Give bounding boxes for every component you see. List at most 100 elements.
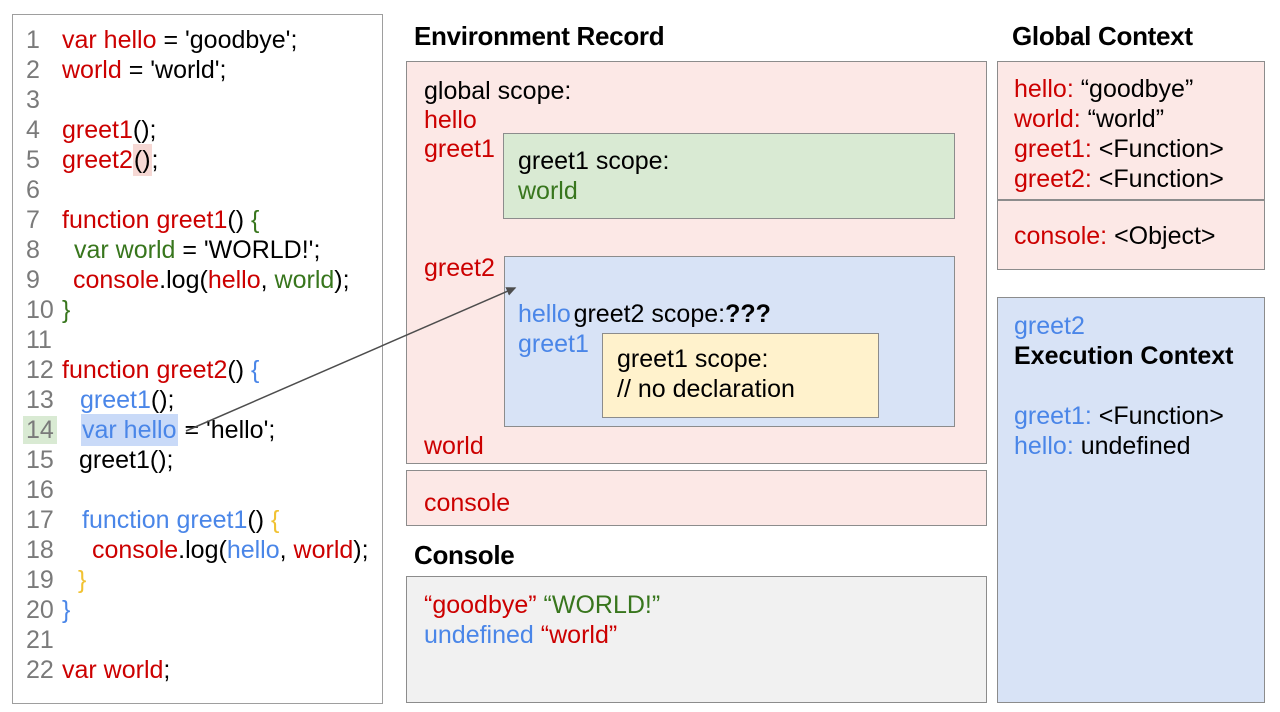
text-token: console	[73, 266, 160, 294]
text-token: var world	[62, 656, 164, 684]
text-token: hello:	[1014, 75, 1074, 103]
greet2-scope-question-marks: ???	[725, 300, 771, 328]
line-number: 7	[26, 206, 40, 234]
global-context-entry: hello: “goodbye”	[1014, 74, 1264, 104]
line-number: 13	[26, 386, 54, 414]
execution-context-entry: hello: undefined	[1014, 431, 1264, 461]
global-var-greet1: greet1	[424, 135, 495, 163]
text-token: hello:	[1014, 432, 1074, 460]
line-number: 12	[26, 356, 54, 384]
line-number: 9	[26, 266, 40, 294]
execution-context-entry: Execution Context	[1014, 341, 1264, 371]
global-context-console-box: console: <Object>	[997, 200, 1265, 270]
line-number: 22	[26, 656, 54, 684]
console-output-box: “goodbye” “WORLD!”undefined “world”	[406, 576, 987, 703]
text-token: ()	[227, 356, 252, 384]
text-token: greet1	[62, 116, 133, 144]
text-token: = 'goodbye';	[156, 26, 298, 54]
global-context-entry: world: “world”	[1014, 104, 1264, 134]
line-number: 15	[26, 446, 54, 474]
text-token: ,	[279, 536, 294, 564]
text-token: ;	[163, 656, 171, 684]
line-number: 17	[26, 506, 54, 534]
text-token: world	[274, 266, 335, 294]
text-token: hello	[207, 266, 261, 294]
global-var-world: world	[424, 432, 484, 460]
text-token: greet1();	[79, 446, 174, 474]
text-token: ()	[247, 506, 272, 534]
text-token: undefined	[1073, 432, 1191, 460]
text-token: console:	[1014, 222, 1108, 250]
text-token: world	[293, 536, 354, 564]
line-number: 6	[26, 176, 40, 204]
line-number: 10	[26, 296, 54, 324]
text-token: “goodbye”	[1073, 75, 1194, 103]
execution-context-entry	[1014, 371, 1264, 401]
text-token: ();	[150, 386, 175, 414]
greet1-scope-box: greet1 scope: world	[503, 133, 955, 219]
global-var-console: console	[424, 489, 511, 517]
code-line: 10}	[13, 295, 382, 325]
greet2-scope-var-hello: hello	[518, 300, 571, 328]
no-declaration-comment: // no declaration	[617, 375, 795, 403]
text-token: ();	[132, 116, 157, 144]
global-context-entry: greet2: <Function>	[1014, 164, 1264, 194]
code-line: 21	[13, 625, 382, 655]
text-token: ,	[260, 266, 275, 294]
line-number: 21	[26, 626, 54, 654]
code-line: 3	[13, 85, 382, 115]
global-var-hello: hello	[424, 106, 477, 134]
console-variable-box: console	[406, 470, 987, 526]
text-token: var hello	[62, 26, 157, 54]
execution-context-entry: greet1: <Function>	[1014, 401, 1264, 431]
global-context-variables-box: hello: “goodbye”world: “world”greet1: <F…	[997, 61, 1265, 200]
code-line: 6	[13, 175, 382, 205]
text-token: greet1:	[1014, 135, 1092, 163]
text-token: hello	[226, 536, 280, 564]
text-token: ()	[132, 144, 152, 176]
global-scope-label: global scope:	[424, 77, 572, 105]
text-token: greet1	[80, 386, 151, 414]
line-number: 20	[26, 596, 54, 624]
global-scope-box: global scope: hello greet1 greet1 scope:…	[406, 61, 987, 464]
code-line: 20}	[13, 595, 382, 625]
code-line: 19}	[13, 565, 382, 595]
greet2-scope-var-greet1: greet1	[518, 330, 589, 358]
greet1-inner-scope-box: greet1 scope: // no declaration	[602, 333, 879, 418]
text-token: = 'world';	[121, 56, 227, 84]
line-number: 18	[26, 536, 54, 564]
console-output-line: “goodbye” “WORLD!”	[424, 590, 986, 620]
global-context-entry: console: <Object>	[1014, 221, 1264, 251]
text-token: “WORLD!”	[543, 591, 661, 619]
line-number: 3	[26, 86, 40, 114]
code-line: 13 greet1();	[13, 385, 382, 415]
text-token: greet2	[62, 146, 133, 174]
global-context-title: Global Context	[1012, 21, 1193, 51]
text-token: “world”	[540, 621, 618, 649]
text-token: }	[62, 596, 71, 624]
text-token: }	[78, 566, 87, 594]
text-token: function greet1	[62, 206, 228, 234]
text-token: world:	[1014, 105, 1081, 133]
text-token: <Function>	[1091, 135, 1224, 163]
text-token: undefined	[424, 621, 534, 649]
greet1-scope-var-world: world	[518, 177, 578, 205]
text-token: );	[334, 266, 350, 294]
greet2-scope-box: greet2 scope:??? hello greet1 greet1 sco…	[504, 256, 955, 427]
text-token: ()	[227, 206, 252, 234]
text-token: greet2:	[1014, 165, 1092, 193]
global-context-entry: greet1: <Function>	[1014, 134, 1264, 164]
execution-context-entry: greet2	[1014, 311, 1264, 341]
text-token: console	[92, 536, 179, 564]
line-number: 4	[26, 116, 40, 144]
